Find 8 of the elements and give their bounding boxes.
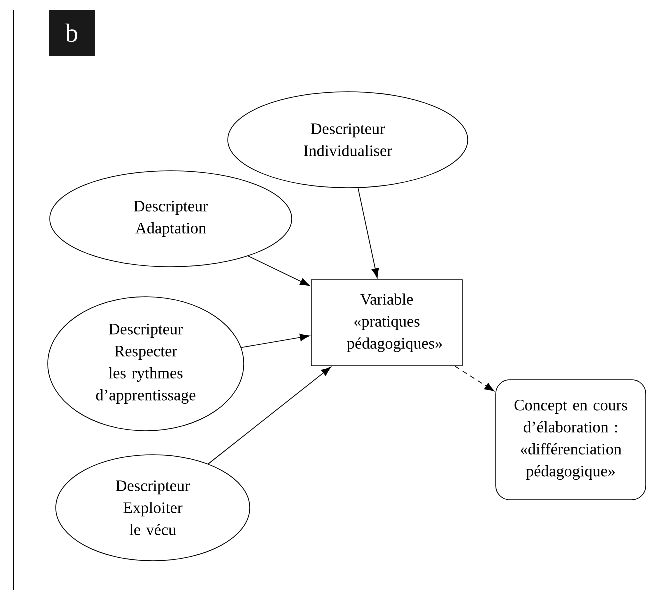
arrow	[358, 188, 380, 278]
concept-box: Concept en cours d’élaboration : «différenciation pédagogique»	[496, 380, 646, 500]
arrow	[241, 334, 310, 348]
variable-box: Variable «pratiques pédagogiques»	[311, 280, 463, 366]
arrow	[454, 366, 495, 392]
panel-label: b	[49, 10, 95, 56]
arrow	[248, 256, 310, 286]
arrow	[208, 367, 332, 465]
